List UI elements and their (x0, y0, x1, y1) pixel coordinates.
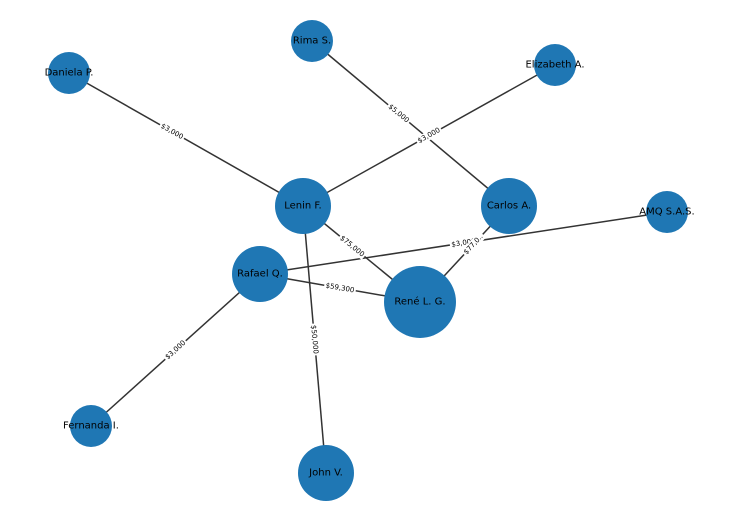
node-carlos (481, 178, 537, 234)
edge-label-group: $59,300 (323, 280, 357, 296)
edges-layer (68, 40, 668, 474)
nodes-layer: Daniela P. Rima S. Elizabeth A. Lenin F. Car… (45, 20, 695, 501)
edge-label: $50,000 (309, 325, 319, 355)
edge-label-background (460, 231, 487, 258)
node-label-daniela: Daniela P. (45, 68, 94, 79)
node-label-lenin: Lenin F. (284, 201, 322, 212)
edge-label-group: $3,000 (162, 337, 189, 363)
node-fernanda (70, 405, 112, 447)
edge-label-background (157, 120, 187, 143)
edge-label-background (414, 124, 444, 147)
node-label-carlos: Carlos A. (487, 201, 531, 212)
node-rima (291, 20, 333, 62)
node-label-elizabeth: Elizabeth A. (525, 60, 584, 71)
edge-label: $5,000 (387, 103, 411, 125)
node-label-fernanda: Fernanda I. (63, 421, 119, 432)
node-amq (646, 191, 688, 233)
node-rafael (232, 246, 288, 302)
edge-label-group: $50,000 (308, 323, 321, 356)
edge-label-group: $3,000 (157, 120, 187, 143)
node-daniela (48, 52, 90, 94)
node-label-rima: Rima S. (293, 36, 331, 47)
node-elizabeth (534, 44, 576, 86)
edge-label-background (308, 323, 321, 356)
edge-label-background (323, 280, 357, 296)
edge-label-background (385, 101, 413, 126)
edge-daniela-lenin (68, 72, 304, 207)
edge-label-background (162, 337, 189, 363)
edge-label: $3,000 (451, 237, 476, 249)
node-lenin (275, 178, 331, 234)
edge-label-group: $5,000 (385, 101, 413, 126)
edge-label: $3,000 (164, 339, 188, 361)
node-rene (384, 266, 456, 338)
node-label-rene: René L. G. (394, 296, 445, 308)
edge-rima-carlos (311, 40, 510, 207)
edge-label-group: $75,000 (336, 232, 368, 260)
edge-label-group: $3,000 (414, 124, 444, 147)
edge-label-background (336, 232, 368, 260)
node-label-amq: AMQ S.A.S. (639, 207, 694, 218)
edge-label: $75,000 (338, 234, 365, 259)
node-label-rafael: Rafael Q. (237, 269, 283, 280)
node-label-john: John V. (308, 468, 343, 479)
node-john (298, 445, 354, 501)
